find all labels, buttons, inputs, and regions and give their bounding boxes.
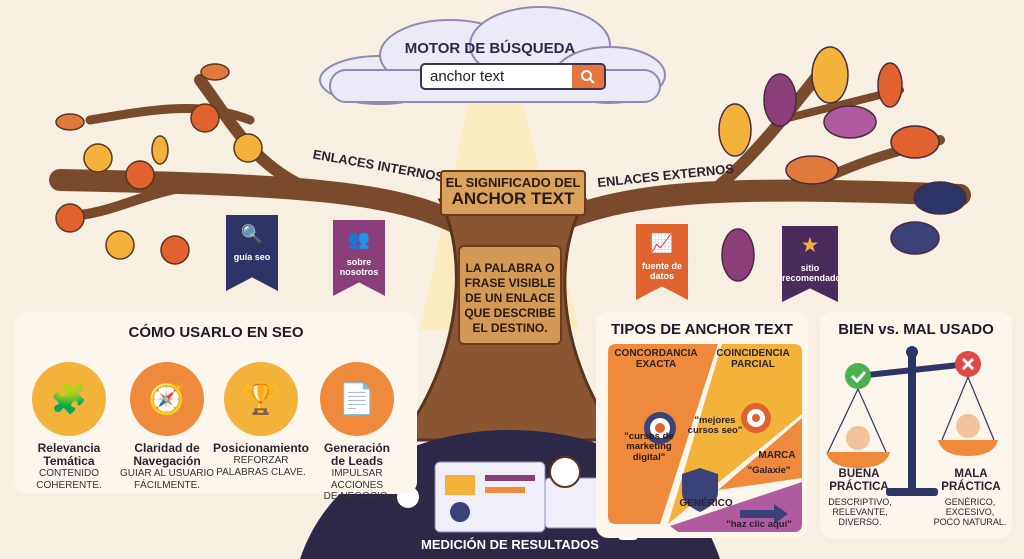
chart-icon: 📈 <box>650 233 674 253</box>
types-panel: TIPOS DE ANCHOR TEXT CONCORDANCIA EXACTA… <box>596 312 808 538</box>
use-item-title: Relevancia Temática <box>37 441 101 469</box>
use-item-leads: 📄 Generación de Leads IMPULSAR ACCIONES … <box>307 362 407 503</box>
type-generic-name: GENÉRICO <box>679 498 733 509</box>
type-exact-example: "cursos de marketing digital" <box>624 431 674 463</box>
people-icon: 👥 <box>347 229 371 249</box>
wedge-generic <box>670 482 802 532</box>
types-wedges <box>608 344 802 532</box>
search-input[interactable]: anchor text <box>420 63 606 90</box>
use-item-title: Generación de Leads <box>323 441 391 469</box>
how-to-use-title: CÓMO USARLO EN SEO <box>128 324 304 341</box>
how-to-use-panel: CÓMO USARLO EN SEO 🧩 Relevancia Temática… <box>15 312 417 502</box>
results-title: MEDICIÓN DE RESULTADOS <box>421 537 599 552</box>
balance-scale-icon <box>826 346 998 496</box>
good-vs-bad-panel: BIEN vs. MAL USADO BUENA PRÁCTICA DESCRI… <box>820 312 1012 538</box>
magnifier-icon <box>581 69 595 84</box>
wedge-brand <box>718 418 802 490</box>
use-item-desc: CONTENIDO COHERENTE. <box>36 468 102 491</box>
dashboard-icon <box>434 461 546 533</box>
search-query: anchor text <box>430 68 505 85</box>
type-brand-name: MARCA <box>758 450 796 461</box>
compass-map-icon: 🧭 <box>130 362 204 436</box>
good-practice-title: BUENA PRÁCTICA <box>829 468 889 493</box>
type-generic-example: "haz clic aquí" <box>726 519 792 530</box>
search-engine-title: MOTOR DE BÚSQUEDA <box>404 40 576 57</box>
bad-practice-desc: GENÉRICO, EXCESIVO, POCO NATURAL. <box>933 497 1007 527</box>
trophy-icon: 🏆 <box>224 362 298 436</box>
use-item-desc: GUIAR AL USUARIO FÁCILMENTE. <box>119 468 215 491</box>
use-item-desc: IMPULSAR ACCIONES DE NEGOCIO. <box>323 468 391 503</box>
use-item-title: Posicionamiento <box>212 441 310 455</box>
definition-plaque: LA PALABRA O FRASE VISIBLE DE UN ENLACE … <box>458 245 562 345</box>
use-item-navegacion: 🧭 Claridad de Navegación GUIAR AL USUARI… <box>117 362 217 491</box>
globe-leaf-icons-external <box>718 46 967 282</box>
leaf-icons-internal <box>55 63 263 265</box>
bad-practice-title: MALA PRÁCTICA <box>941 468 1001 493</box>
banner-label: sitio recomendado <box>782 263 842 283</box>
good-practice-desc: DESCRIPTIVO, RELEVANTE, DIVERSO. <box>828 497 892 527</box>
fishing-document-icon: 📄 <box>320 362 394 436</box>
type-brand-example: "Galaxie" <box>747 465 791 476</box>
type-exact-name: CONCORDANCIA EXACTA <box>614 348 698 370</box>
google-shield-icon <box>682 468 718 512</box>
happy-person-icon <box>846 426 870 450</box>
arrow-icon <box>740 504 788 524</box>
good-vs-bad-title: BIEN vs. MAL USADO <box>838 321 994 338</box>
confused-person-icon <box>956 414 980 438</box>
star-icon: ★ <box>801 235 819 255</box>
use-item-title: Claridad de Navegación <box>133 441 201 469</box>
search-button[interactable] <box>572 65 604 88</box>
types-title: TIPOS DE ANCHOR TEXT <box>611 321 793 338</box>
use-item-posicionamiento: 🏆 Posicionamiento REFORZAR PALABRAS CLAV… <box>211 362 311 478</box>
clock-icon <box>549 456 581 488</box>
magnifier-icon: 🔍 <box>240 224 264 244</box>
title-sign: EL SIGNIFICADO DEL ANCHOR TEXT <box>440 170 586 216</box>
check-icon <box>845 363 871 389</box>
sign-line-1: EL SIGNIFICADO DEL <box>445 175 581 190</box>
sign-line-2: ANCHOR TEXT <box>451 189 575 209</box>
banner-label: fuente de datos <box>641 261 682 281</box>
use-item-desc: REFORZAR PALABRAS CLAVE. <box>216 455 306 478</box>
type-partial-example: "mejores cursos seo" <box>687 415 743 437</box>
banner-label: guía seo <box>233 252 271 262</box>
banner-label: sobre nosotros <box>339 257 379 277</box>
puzzle-icon: 🧩 <box>32 362 106 436</box>
use-item-relevancia: 🧩 Relevancia Temática CONTENIDO COHERENT… <box>19 362 119 491</box>
type-partial-name: COINCIDENCIA PARCIAL <box>716 348 790 370</box>
